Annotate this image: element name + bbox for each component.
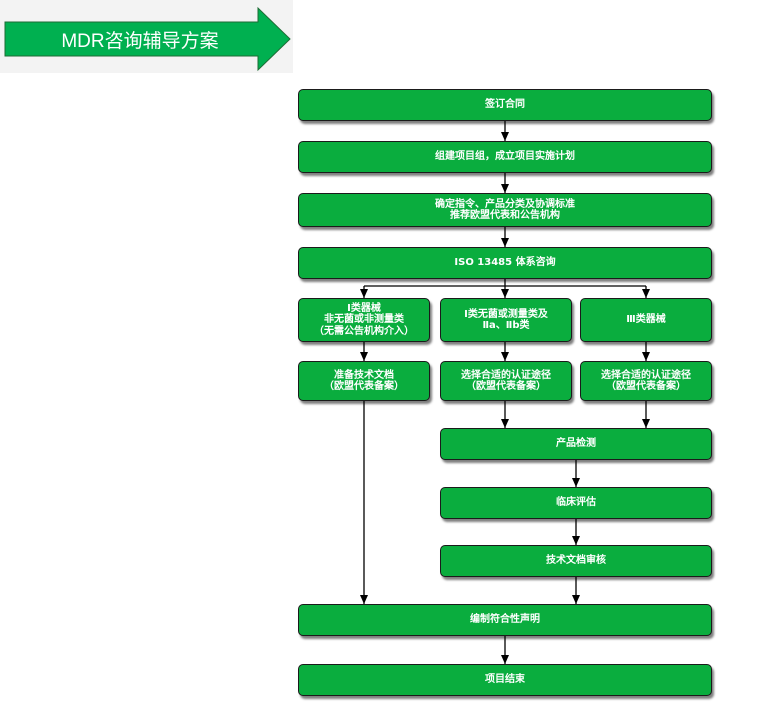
step-select-route-ii: 选择合适的认证途径 （欧盟代表备案） [440, 361, 572, 401]
step-label: 技术文档审核 [546, 555, 606, 567]
page-title: MDR咨询辅导方案 [61, 30, 219, 52]
step-label: （无需公告机构介入） [314, 325, 414, 337]
step-label: 选择合适的认证途径 [601, 369, 691, 381]
step-tech-doc-review: 技术文档审核 [440, 545, 712, 577]
step-product-testing: 产品检测 [440, 428, 712, 460]
step-label: 签订合同 [485, 99, 525, 111]
step-label: 非无菌或非测量类 [324, 314, 404, 326]
step-label: Ⅲ类器械 [626, 314, 666, 326]
step-label: Ⅰ类无菌或测量类及 [464, 308, 548, 320]
step-label: （欧盟代表备案） [324, 381, 404, 392]
step-class-i-sterile-ii: Ⅰ类无菌或测量类及 Ⅱa、Ⅱb类 [440, 298, 572, 342]
step-class-i: Ⅰ类器械 非无菌或非测量类 （无需公告机构介入） [298, 298, 430, 342]
step-sign-contract: 签订合同 [298, 89, 712, 121]
step-label: 推荐欧盟代表和公告机构 [450, 210, 560, 221]
step-label: Ⅰ类器械 [347, 302, 381, 314]
step-label: 确定指令、产品分类及协调标准 [435, 198, 575, 210]
step-label: 临床评估 [556, 497, 596, 509]
step-build-team: 组建项目组，成立项目实施计划 [298, 141, 712, 173]
title-banner-arrow [4, 6, 291, 72]
step-label: ISO 13485 体系咨询 [454, 257, 556, 269]
step-class-iii: Ⅲ类器械 [580, 298, 712, 342]
step-label: Ⅱa、Ⅱb类 [482, 320, 530, 331]
step-iso-consulting: ISO 13485 体系咨询 [298, 247, 712, 279]
step-classification: 确定指令、产品分类及协调标准 推荐欧盟代表和公告机构 [298, 193, 712, 227]
step-label: （欧盟代表备案） [466, 381, 546, 392]
step-label: 项目结束 [485, 674, 525, 686]
step-label: 选择合适的认证途径 [461, 369, 551, 381]
step-select-route-iii: 选择合适的认证途径 （欧盟代表备案） [580, 361, 712, 401]
step-declaration-of-conformity: 编制符合性声明 [298, 604, 712, 636]
step-label: 组建项目组，成立项目实施计划 [435, 151, 575, 163]
step-clinical-evaluation: 临床评估 [440, 487, 712, 519]
step-prepare-tech-docs: 准备技术文档 （欧盟代表备案） [298, 361, 430, 401]
step-label: 产品检测 [556, 438, 596, 450]
title-arrow-shape [4, 6, 291, 72]
step-label: 准备技术文档 [334, 369, 394, 381]
step-label: （欧盟代表备案） [606, 381, 686, 392]
step-project-end: 项目结束 [298, 664, 712, 696]
step-label: 编制符合性声明 [470, 614, 540, 626]
